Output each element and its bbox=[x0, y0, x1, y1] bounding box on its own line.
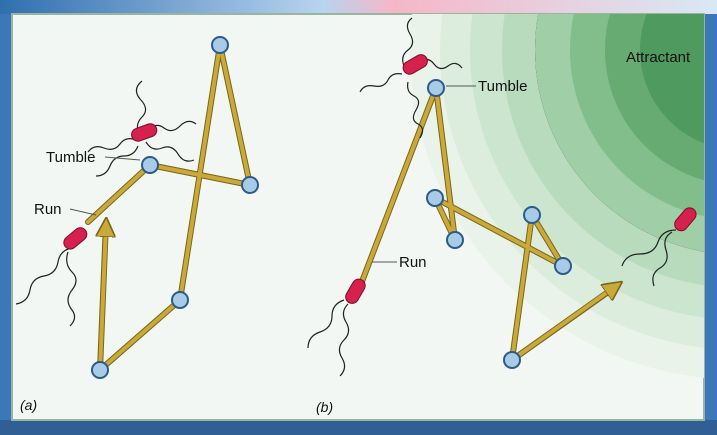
panel-a-paths bbox=[85, 42, 253, 373]
bottom-band bbox=[0, 420, 717, 435]
panel-a-label: (a) bbox=[20, 397, 37, 413]
panel-b-tumble-points bbox=[426, 79, 572, 369]
panel-b-label-leaders bbox=[372, 85, 476, 263]
attractant-gradient bbox=[410, 14, 704, 378]
run-label-a: Run bbox=[34, 201, 62, 218]
attractant-label: Attractant bbox=[626, 49, 691, 66]
panel-a-flagella bbox=[15, 80, 197, 327]
panel-b-bacteria bbox=[345, 54, 697, 304]
top-band bbox=[0, 0, 717, 14]
panel-a-label-leaders bbox=[69, 156, 141, 216]
tumble-label-b: Tumble bbox=[478, 78, 527, 95]
panel-b-label: (b) bbox=[316, 399, 333, 415]
panel-b-paths bbox=[355, 85, 618, 363]
tumble-label-a: Tumble bbox=[46, 149, 95, 166]
panel-b-flagella bbox=[307, 17, 677, 377]
panel-a-tumble-points bbox=[91, 36, 259, 379]
run-label-b: Run bbox=[399, 254, 427, 271]
panel-a-bacteria bbox=[63, 123, 158, 250]
